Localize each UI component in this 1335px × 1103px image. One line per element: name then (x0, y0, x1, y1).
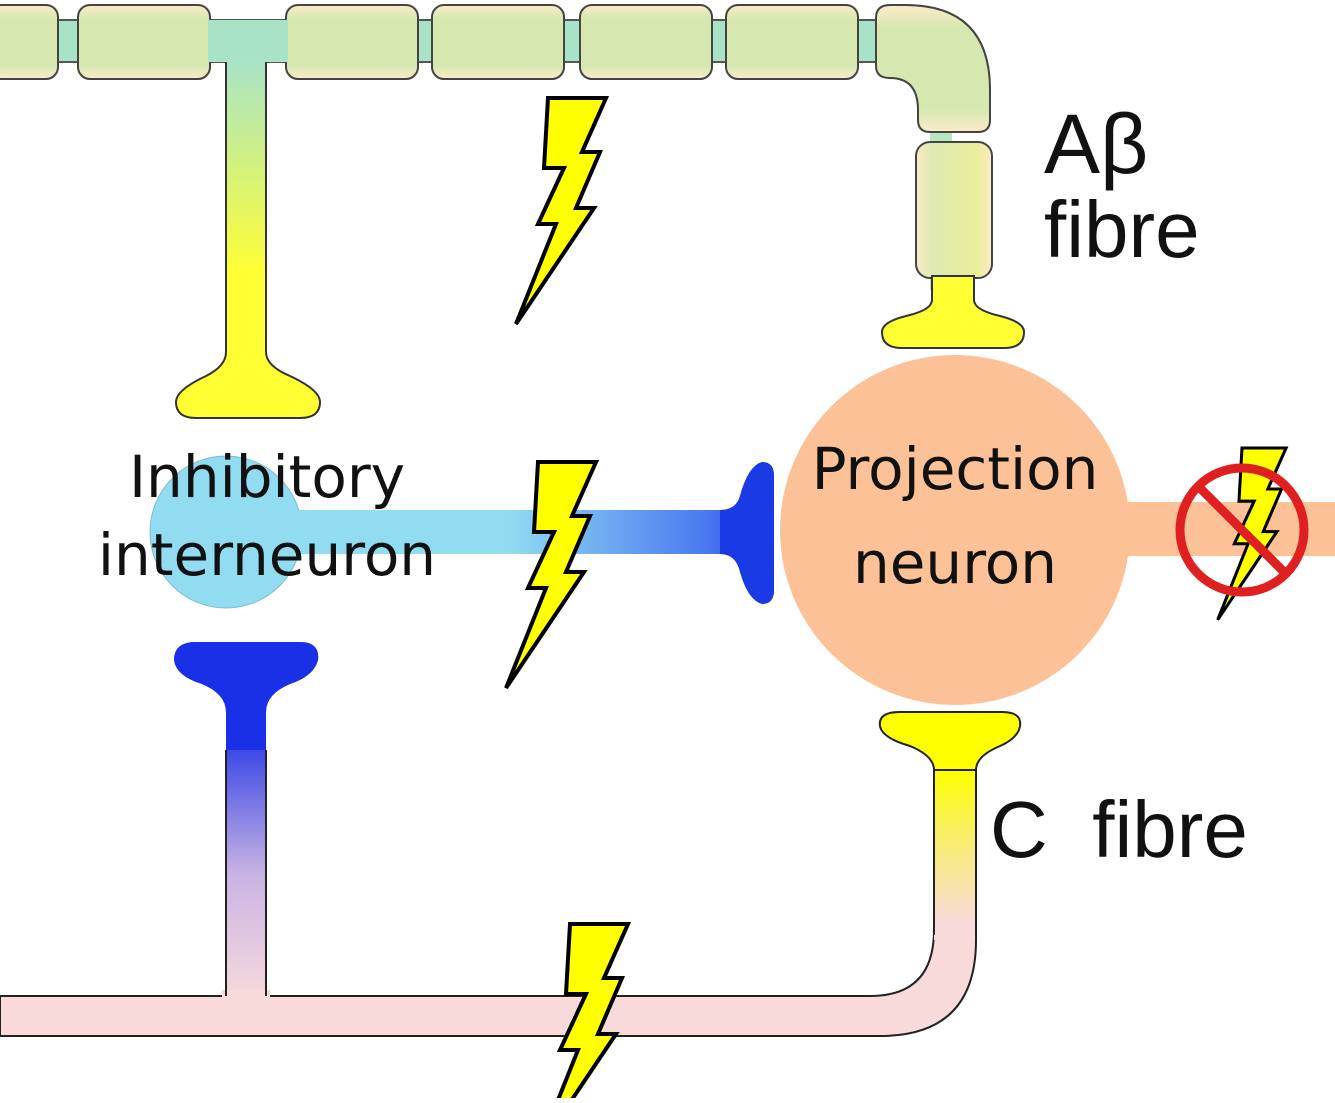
projection-label-line1: Projection (811, 435, 1099, 503)
projection-neuron (780, 355, 1335, 705)
lightning-bolt-icon (514, 96, 608, 326)
no-signal-icon (1175, 463, 1309, 597)
interneuron-label: Inhibitory interneuron (84, 448, 450, 584)
interneuron-label-line2: interneuron (97, 521, 437, 589)
abeta-label-line1: Aβ (1044, 97, 1149, 191)
abeta-fibre (0, 4, 1026, 419)
projection-neuron-label: Projection neuron (800, 440, 1110, 592)
myelin-sheath (0, 4, 993, 279)
abeta-fibre-label: Aβ fibre (1044, 102, 1200, 270)
projection-label-line2: neuron (852, 529, 1058, 597)
c-fibre-label: C fibre (990, 785, 1248, 874)
c-fibre (0, 711, 1022, 1037)
abeta-label-line2: fibre (1044, 185, 1200, 274)
lightning-bolt-icon (504, 460, 598, 690)
interneuron-label-line1: Inhibitory (128, 443, 406, 511)
